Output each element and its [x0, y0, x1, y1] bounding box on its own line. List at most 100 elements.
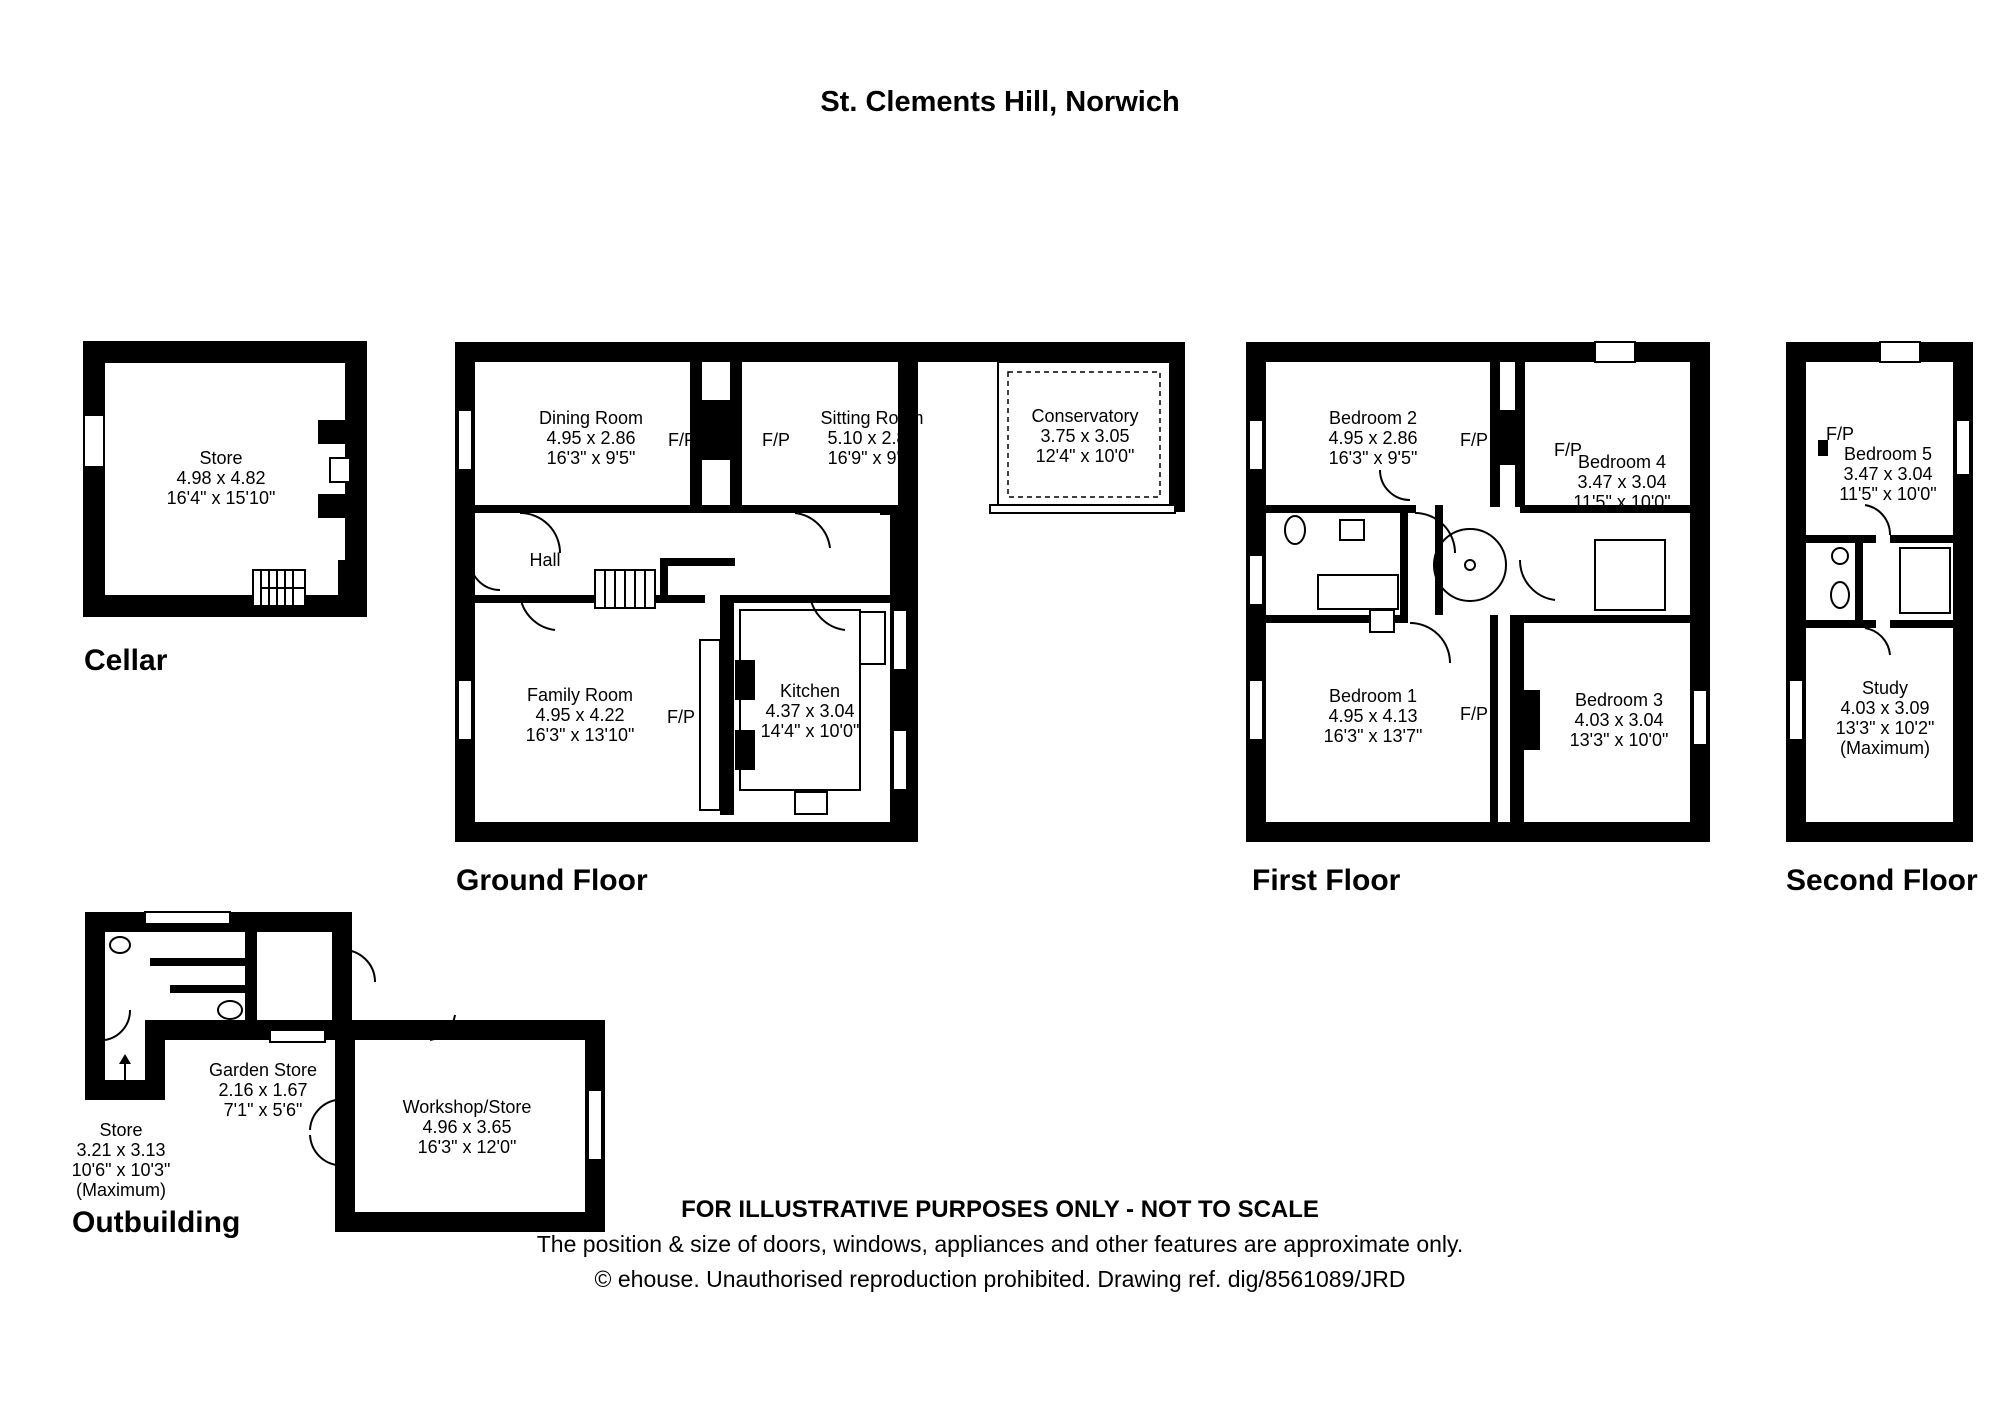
page-title: St. Clements Hill, Norwich	[820, 86, 1180, 118]
floor-label-cellar: Cellar	[84, 644, 168, 677]
wall	[1806, 535, 1876, 543]
room-imperial: 14'4" x 10'0"	[760, 721, 860, 741]
room-cellar-store: Store 4.98 x 4.82 16'4" x 15'10"	[167, 448, 276, 508]
cellar-window	[83, 414, 105, 468]
room-conservatory: Conservatory 3.75 x 3.05 12'4" x 10'0"	[1031, 406, 1138, 466]
room-metric: 4.95 x 4.13	[1328, 706, 1418, 726]
room-name: Bedroom 4	[1577, 452, 1667, 472]
basin	[1831, 547, 1849, 565]
window	[1594, 341, 1636, 363]
door-swing	[1414, 512, 1456, 554]
door-swing	[809, 594, 846, 631]
fp-recess	[735, 660, 755, 700]
cellar-pier	[318, 420, 352, 444]
room-metric: 4.37 x 3.04	[765, 701, 855, 721]
room-metric: 4.95 x 2.86	[1328, 428, 1418, 448]
room-bedroom-1: Bedroom 1 4.95 x 4.13 16'3" x 13'7"	[1324, 686, 1423, 746]
room-bedroom-4: Bedroom 4 3.47 x 3.04 11'5" x 10'0"	[1573, 452, 1670, 512]
room-imperial: 16'3" x 9'5"	[546, 448, 636, 468]
door-swing	[519, 512, 561, 554]
fireplace-label: F/P	[668, 430, 697, 450]
room-name: Family Room	[526, 685, 634, 705]
room-imperial: 16'9" x 9'5"	[827, 448, 917, 468]
room-note: (Maximum)	[76, 1180, 166, 1200]
garden-store-link	[269, 1029, 326, 1043]
room-imperial: 16'3" x 13'7"	[1323, 726, 1423, 746]
window	[1248, 554, 1264, 606]
room-imperial: 13'3" x 10'2"	[1835, 718, 1935, 738]
outbuilding-plan	[85, 911, 605, 1232]
cellar-pier	[318, 494, 352, 518]
wall	[720, 600, 734, 815]
room-name: Bedroom 3	[1574, 690, 1664, 710]
chimney	[699, 639, 721, 811]
basin	[1339, 519, 1365, 541]
room-imperial: 11'5" x 10'0"	[1839, 484, 1937, 504]
kitchen-hob	[794, 791, 828, 815]
door-swing	[469, 559, 501, 591]
room-imperial: 11'5" x 10'0"	[1573, 492, 1671, 512]
window	[1248, 419, 1264, 471]
room-metric: 3.47 x 3.04	[1843, 464, 1933, 484]
room-bedroom-3: Bedroom 3 4.03 x 3.04 13'3" x 10'0"	[1570, 690, 1669, 750]
wall	[880, 505, 910, 515]
room-dining: Dining Room 4.95 x 2.86 16'3" x 9'5"	[539, 408, 643, 468]
room-metric: 4.95 x 4.22	[535, 705, 625, 725]
toilet	[217, 1000, 243, 1020]
room-note: (Maximum)	[1840, 738, 1930, 758]
conservatory-glazing	[997, 361, 1171, 508]
room-name: Bedroom 1	[1328, 686, 1418, 706]
room-bedroom-5: Bedroom 5 3.47 x 3.04 11'5" x 10'0"	[1839, 444, 1936, 504]
window	[457, 679, 473, 741]
fireplace-label: F/P	[1460, 430, 1489, 450]
door-swing	[341, 948, 376, 983]
disclaimer-text: The position & size of doors, windows, a…	[536, 1231, 1464, 1257]
room-name: Garden Store	[208, 1060, 318, 1080]
door-swing	[1379, 469, 1411, 501]
wall	[150, 958, 250, 966]
room-name: Bedroom 2	[1328, 408, 1418, 428]
floor-label-second: Second Floor	[1786, 864, 1978, 897]
room-kitchen: Kitchen 4.37 x 3.04 14'4" x 10'0"	[761, 681, 860, 741]
cellar-plan	[83, 341, 367, 617]
toilet	[1830, 581, 1850, 609]
fireplace-label: F/P	[762, 430, 791, 450]
window	[892, 609, 908, 671]
wall	[1266, 615, 1406, 623]
spiral-stair-core	[1464, 559, 1476, 571]
bath	[1317, 574, 1399, 610]
door-swing	[1518, 559, 1556, 601]
cellar-wall-nib	[338, 560, 354, 606]
fireplace-label: F/P	[667, 707, 696, 727]
room-imperial: 12'4" x 10'0"	[1035, 446, 1135, 466]
room-sitting: Sitting Room 5.10 x 2.86 16'9" x 9'5"	[820, 408, 923, 468]
ground-right-wall	[1170, 342, 1185, 512]
room-name: Bedroom 5	[1843, 444, 1933, 464]
room-name: Workshop/Store	[402, 1097, 532, 1117]
room-name: Dining Room	[538, 408, 644, 428]
wall	[690, 362, 702, 507]
entrance-arrow-head	[119, 1054, 131, 1064]
window	[144, 911, 231, 925]
wall	[1890, 620, 1953, 628]
cellar-chimney	[329, 457, 351, 483]
room-name: Study	[1861, 678, 1909, 698]
room-bedroom-2: Bedroom 2 4.95 x 2.86 16'3" x 9'5"	[1328, 408, 1417, 468]
window	[1879, 341, 1921, 363]
wall	[245, 930, 257, 1030]
room-garden-store: Garden Store 2.16 x 1.67 7'1" x 5'6"	[209, 1060, 317, 1120]
room-metric: 5.10 x 2.86	[827, 428, 917, 448]
conservatory-floor-edge	[989, 504, 1176, 514]
wall	[1490, 615, 1498, 822]
room-metric: 3.21 x 3.13	[76, 1140, 166, 1160]
room-metric: 3.47 x 3.04	[1577, 472, 1667, 492]
door-swing	[794, 512, 831, 549]
door-swing	[1864, 504, 1892, 536]
room-name: Conservatory	[1031, 406, 1139, 426]
wall	[730, 362, 742, 507]
room-name: Store	[199, 448, 243, 468]
wall	[475, 505, 905, 513]
door-swing	[309, 1134, 337, 1166]
room-name: Sitting Room	[820, 408, 924, 428]
